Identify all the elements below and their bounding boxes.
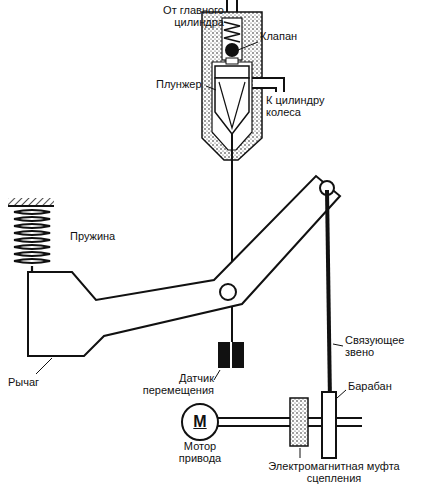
part-label: Пружина (70, 230, 130, 242)
valve-ball (225, 43, 239, 57)
lever (28, 176, 340, 356)
return-spring (14, 210, 50, 272)
plunger (215, 66, 249, 134)
part-label: Клапан (260, 30, 320, 42)
part-label: Рычаг (8, 376, 58, 388)
valve-chamber (222, 18, 242, 60)
part-label: Электромагнитная муфта сцепления (246, 460, 422, 484)
valve-spring (224, 22, 240, 42)
motor-letter: М (193, 413, 206, 431)
part-label: Мотор привода (166, 440, 234, 464)
motor-symbol: М (181, 403, 219, 441)
drum (322, 392, 336, 458)
plunger-rod (231, 134, 233, 342)
part-label: К цилиндру колеса (266, 94, 346, 118)
connecting-link (327, 190, 330, 402)
part-label: Плунжер (156, 78, 206, 90)
spring-wall (8, 198, 54, 206)
leader-lines (36, 42, 346, 458)
part-label: Связующее звено (345, 334, 425, 358)
lever-pivot (220, 284, 236, 300)
part-label: Барабан (348, 380, 418, 392)
valve-seat (226, 58, 238, 64)
part-label: Датчик перемещения (132, 372, 214, 396)
part-label: От главного цилиндра (138, 4, 224, 28)
inlet-pipe (227, 0, 237, 12)
lever-fold (72, 272, 96, 300)
displacement-sensor (218, 342, 244, 368)
electromagnetic-clutch (290, 398, 308, 446)
outlet-pipe (252, 78, 284, 92)
